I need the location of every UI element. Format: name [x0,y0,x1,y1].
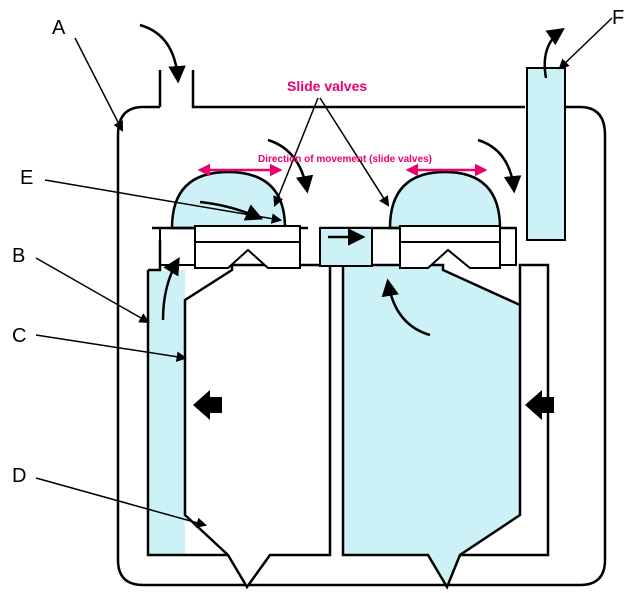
slide-valve-leader-left [273,97,319,207]
leader-b [35,257,150,324]
right-slide-valve-top [399,225,501,243]
outlet-pipe [526,67,566,241]
left-slide-valve-top [194,225,301,243]
label-c: C [12,325,26,347]
label-b: B [12,245,25,267]
leader-f [558,17,613,70]
housing-flow-arrow-left [267,138,314,194]
right-valve-dome [388,170,502,230]
right-movement-arrow [525,390,554,420]
left-chamber-c [183,263,332,590]
label-e: E [20,167,33,189]
center-port [319,227,373,267]
chamber-b-flow-arrow [161,256,180,321]
right-chamber [341,263,522,590]
leader-d [35,477,208,528]
label-a: A [52,17,66,39]
leader-c [35,334,188,362]
right-slide-valve-body [399,241,501,269]
label-d: D [12,465,26,487]
label-f: F [612,7,624,29]
left-slide-valve-body [194,241,301,269]
left-chamber-b [148,270,185,555]
right-wall [460,263,550,557]
right-chamber-flow-arrow [381,278,431,337]
left-valve-dome [170,170,287,230]
slide-valve-leader-right [319,97,390,207]
left-movement-arrow [193,390,222,420]
slide-valves-title: Slide valves [287,78,367,94]
outlet-flow-arrow [543,28,565,79]
inlet-flow-arrow [139,23,186,84]
leader-e [44,179,283,224]
leader-a [74,37,123,132]
housing-flow-arrow-right [477,138,522,194]
direction-of-movement-label: Direction of movement (slide valves) [258,154,432,165]
